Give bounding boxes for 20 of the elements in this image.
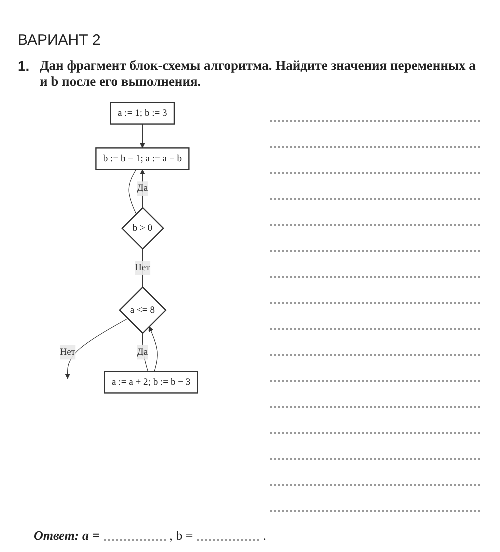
connector	[142, 333, 149, 372]
node-diamond: b > 0	[122, 207, 164, 250]
answer-text: , b =	[170, 528, 194, 544]
arrow	[140, 124, 146, 148]
task-number: 1.	[18, 58, 30, 74]
edge-label: Нет	[60, 347, 76, 358]
node-box: b := b − 1; a := a − b	[96, 148, 190, 170]
connector	[128, 169, 137, 214]
answer-text: Ответ: a =	[34, 528, 100, 544]
answer-text: .	[263, 528, 266, 544]
node-diamond: a <= 8	[119, 286, 167, 334]
node-box: a := 1; b := 3	[110, 102, 176, 125]
arrow	[148, 326, 158, 372]
arrow	[65, 318, 128, 380]
edge-label: Да	[137, 347, 148, 358]
heading: ВАРИАНТ 2	[18, 32, 101, 49]
task-text: Дан фрагмент блок-схемы алгоритма. Найдите значения переменных a и b после его выполнения.	[40, 58, 477, 90]
edge-label: Да	[137, 183, 148, 194]
edge-label: Нет	[135, 262, 150, 274]
node-box: a := a + 2; b := b − 3	[104, 371, 198, 394]
